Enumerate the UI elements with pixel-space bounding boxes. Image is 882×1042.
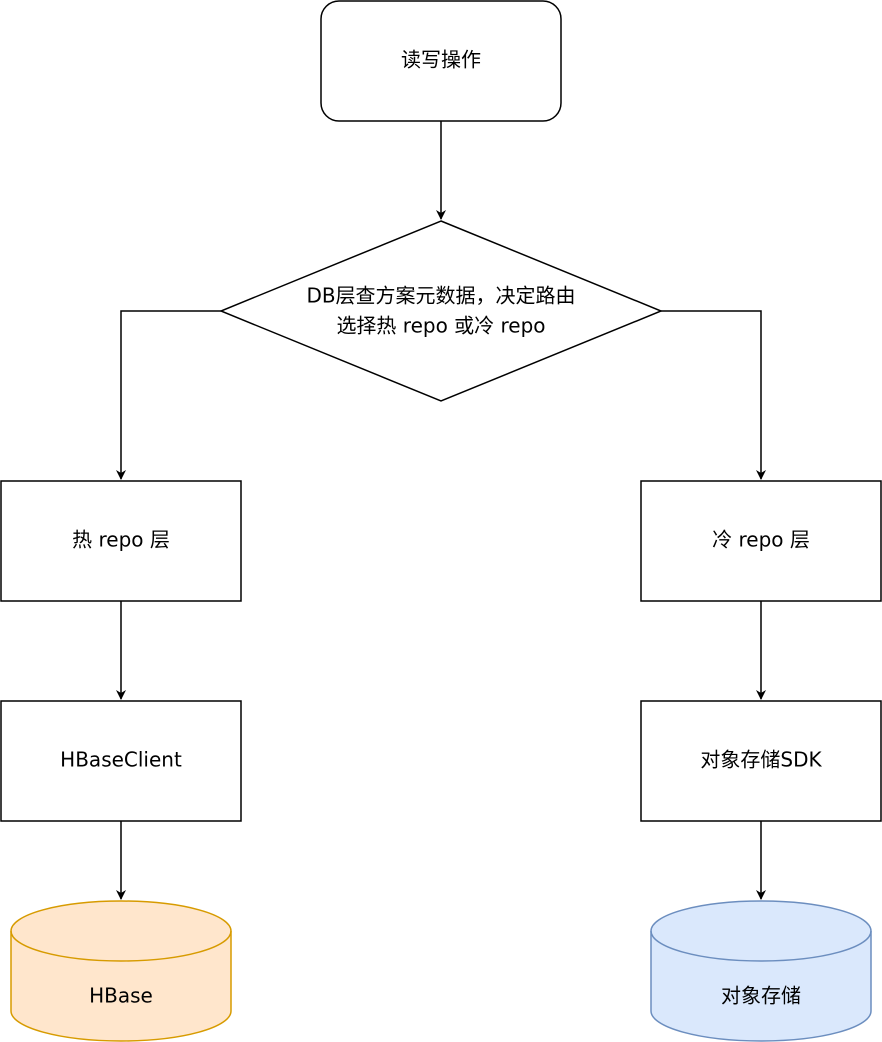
decision-node: DB层查方案元数据，决定路由 选择热 repo 或冷 repo xyxy=(219,220,663,402)
hbase-database-label: HBase xyxy=(89,984,153,1008)
start-node: 读写操作 xyxy=(320,0,562,122)
decision-label-line2: 选择热 repo 或冷 repo xyxy=(336,314,545,338)
edge-decision-to-cold-layer xyxy=(661,310,766,480)
hot-repo-layer-label: 热 repo 层 xyxy=(72,528,170,552)
object-storage-sdk-node: 对象存储SDK xyxy=(640,700,882,822)
hot-repo-layer-node: 热 repo 层 xyxy=(0,480,242,602)
hbase-client-label: HBaseClient xyxy=(60,748,182,772)
object-storage-database-label: 对象存储 xyxy=(721,984,801,1008)
hbase-database-node: HBase xyxy=(10,900,232,1042)
object-storage-database-icon xyxy=(650,900,872,1042)
edge-decision-to-hot-layer xyxy=(116,310,221,480)
hbase-database-icon xyxy=(10,900,232,1042)
cold-repo-layer-label: 冷 repo 层 xyxy=(712,528,810,552)
cold-repo-layer-node: 冷 repo 层 xyxy=(640,480,882,602)
object-storage-database-node: 对象存储 xyxy=(650,900,872,1042)
object-storage-sdk-label: 对象存储SDK xyxy=(700,748,822,772)
start-node-label: 读写操作 xyxy=(401,48,481,72)
hbase-client-node: HBaseClient xyxy=(0,700,242,822)
decision-label-line1: DB层查方案元数据，决定路由 xyxy=(306,284,575,308)
